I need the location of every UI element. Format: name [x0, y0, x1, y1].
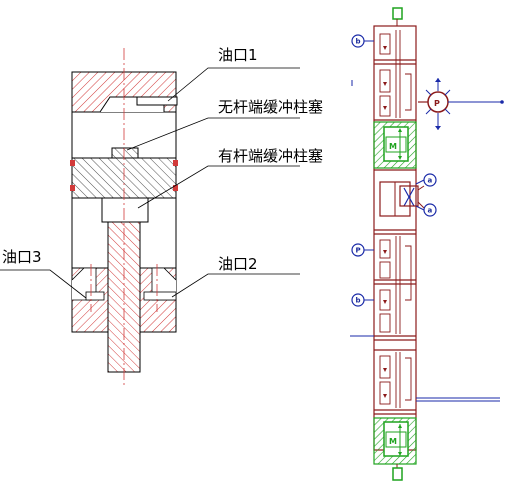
leader-lines	[0, 67, 300, 299]
valve-stack-schematic: M M P	[350, 7, 504, 481]
pump-symbol: P	[418, 78, 504, 130]
label-port-2: 油口2	[218, 255, 258, 273]
markers: b P b a a	[351, 34, 437, 307]
arrow-icon	[383, 300, 387, 304]
top-end-cap	[71, 71, 178, 113]
seal-ring-icon	[70, 185, 75, 191]
bottom-indicator-icon	[392, 467, 403, 481]
stack-channels	[379, 30, 412, 408]
seal-ring-icon	[173, 160, 178, 166]
arrow-icon	[383, 46, 387, 50]
rod-plunger-shape	[101, 197, 149, 223]
seal-ring-icon	[70, 160, 75, 166]
top-indicator-icon	[392, 7, 403, 20]
arrow-down-icon	[398, 452, 402, 456]
centerlines	[90, 48, 158, 385]
label-rod-plunger: 有杆端缓冲柱塞	[218, 147, 323, 165]
flow-arrows	[383, 46, 387, 398]
pump-letter: P	[434, 99, 440, 108]
arrow-up-icon	[398, 128, 402, 132]
svg-text:b: b	[356, 38, 361, 46]
marker-a-upper: a	[415, 173, 437, 187]
pipes	[350, 80, 500, 402]
seal-ring-icon	[173, 185, 178, 191]
marker-p: P	[351, 243, 374, 257]
label-rodless-plunger: 无杆端缓冲柱塞	[218, 98, 323, 116]
marker-a-lower: a	[415, 203, 437, 217]
bottom-end-cap	[71, 267, 177, 333]
label-port-1: 油口1	[218, 46, 258, 64]
central-shuttle-valve	[379, 181, 425, 217]
arrow-up-icon	[398, 424, 402, 428]
svg-text:a: a	[428, 177, 433, 185]
arrow-icon	[383, 106, 387, 110]
arrow-icon	[383, 250, 387, 254]
arrow-down-icon	[398, 156, 402, 160]
marker-b-top: b	[351, 34, 374, 48]
arrow-icon	[383, 394, 387, 398]
lower-motor-unit: M	[373, 417, 417, 465]
cross-icon	[403, 187, 415, 207]
arrow-icon	[383, 82, 387, 86]
label-port-3: 油口3	[2, 248, 42, 266]
upper-motor-unit: M	[373, 121, 417, 169]
arrow-icon	[383, 368, 387, 372]
marker-b-lower: b	[351, 293, 374, 307]
motor-letter: M	[389, 142, 397, 151]
rodless-plunger-shape	[111, 147, 139, 159]
svg-text:P: P	[356, 247, 361, 255]
motor-letter: M	[389, 437, 397, 446]
svg-text:b: b	[356, 297, 361, 305]
svg-text:a: a	[428, 207, 433, 215]
stack-dividers	[374, 59, 416, 415]
cylinder-section: 油口1 无杆端缓冲柱塞 有杆端缓冲柱塞 油口3 油口2	[0, 46, 323, 385]
